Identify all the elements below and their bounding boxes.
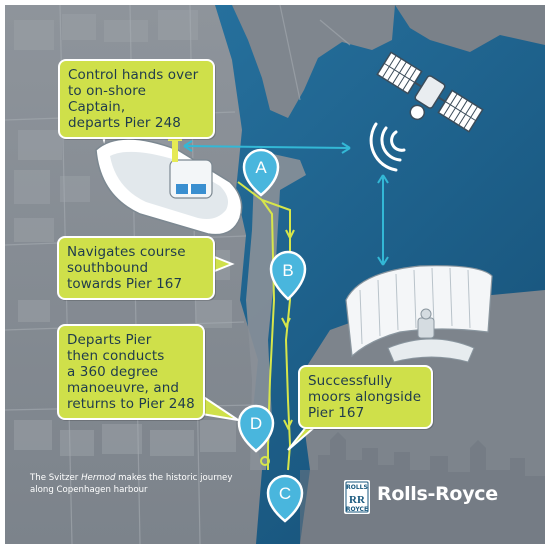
caption-after: makes the historic journey along Copenha…: [30, 473, 233, 495]
waypoint-pin-a: [242, 148, 280, 197]
land-islands: [232, 5, 395, 118]
callout-control-handover: Control hands over to on-shore Captain, …: [58, 59, 215, 139]
signal-waves-icon: [369, 122, 406, 172]
callout-moors-text: Successfully moors alongside Pier 167: [308, 373, 422, 421]
skyline: [300, 432, 545, 544]
logo-bottom-text: ROYCE: [346, 506, 368, 513]
waypoint-label-b: B: [282, 261, 293, 280]
remote-control-centre-icon: [345, 265, 493, 363]
pier-central: [246, 150, 306, 470]
tugboat-icon: [95, 118, 243, 236]
callout-departs-manoeuvre: Departs Pier then conducts a 360 degree …: [57, 324, 205, 420]
caption: The Svitzer Hermod makes the historic jo…: [30, 472, 240, 496]
vessel-route: [237, 181, 295, 471]
satellite-icon: [376, 51, 484, 133]
callout-moors: Successfully moors alongside Pier 167: [298, 365, 433, 429]
waypoint-pin-b: [269, 250, 307, 301]
brand-name: Rolls-Royce: [377, 483, 498, 505]
caption-ship-name: Hermod: [81, 473, 116, 483]
signal-links: [183, 140, 389, 266]
waypoint-pin-d: [237, 404, 275, 453]
callout-navigates-south: Navigates course southbound towards Pier…: [57, 236, 215, 300]
callout-departs-manoeuvre-text: Departs Pier then conducts a 360 degree …: [67, 332, 195, 412]
callout-control-handover-text: Control hands over to on-shore Captain, …: [68, 67, 199, 131]
callout-navigates-south-text: Navigates course southbound towards Pier…: [67, 244, 186, 292]
logo-top-text: ROLLS: [346, 484, 368, 491]
waypoint-label-c: C: [279, 484, 291, 503]
waypoint-label-d: D: [250, 414, 262, 433]
land-north-east: [395, 5, 545, 52]
caption-before: The Svitzer: [30, 473, 82, 483]
logo-letters: RR: [349, 494, 366, 506]
waypoint-pin-c: [266, 474, 304, 523]
rolls-royce-logo-icon: ROLLS RR ROYCE: [344, 480, 370, 514]
waypoint-label-a: A: [255, 158, 267, 177]
